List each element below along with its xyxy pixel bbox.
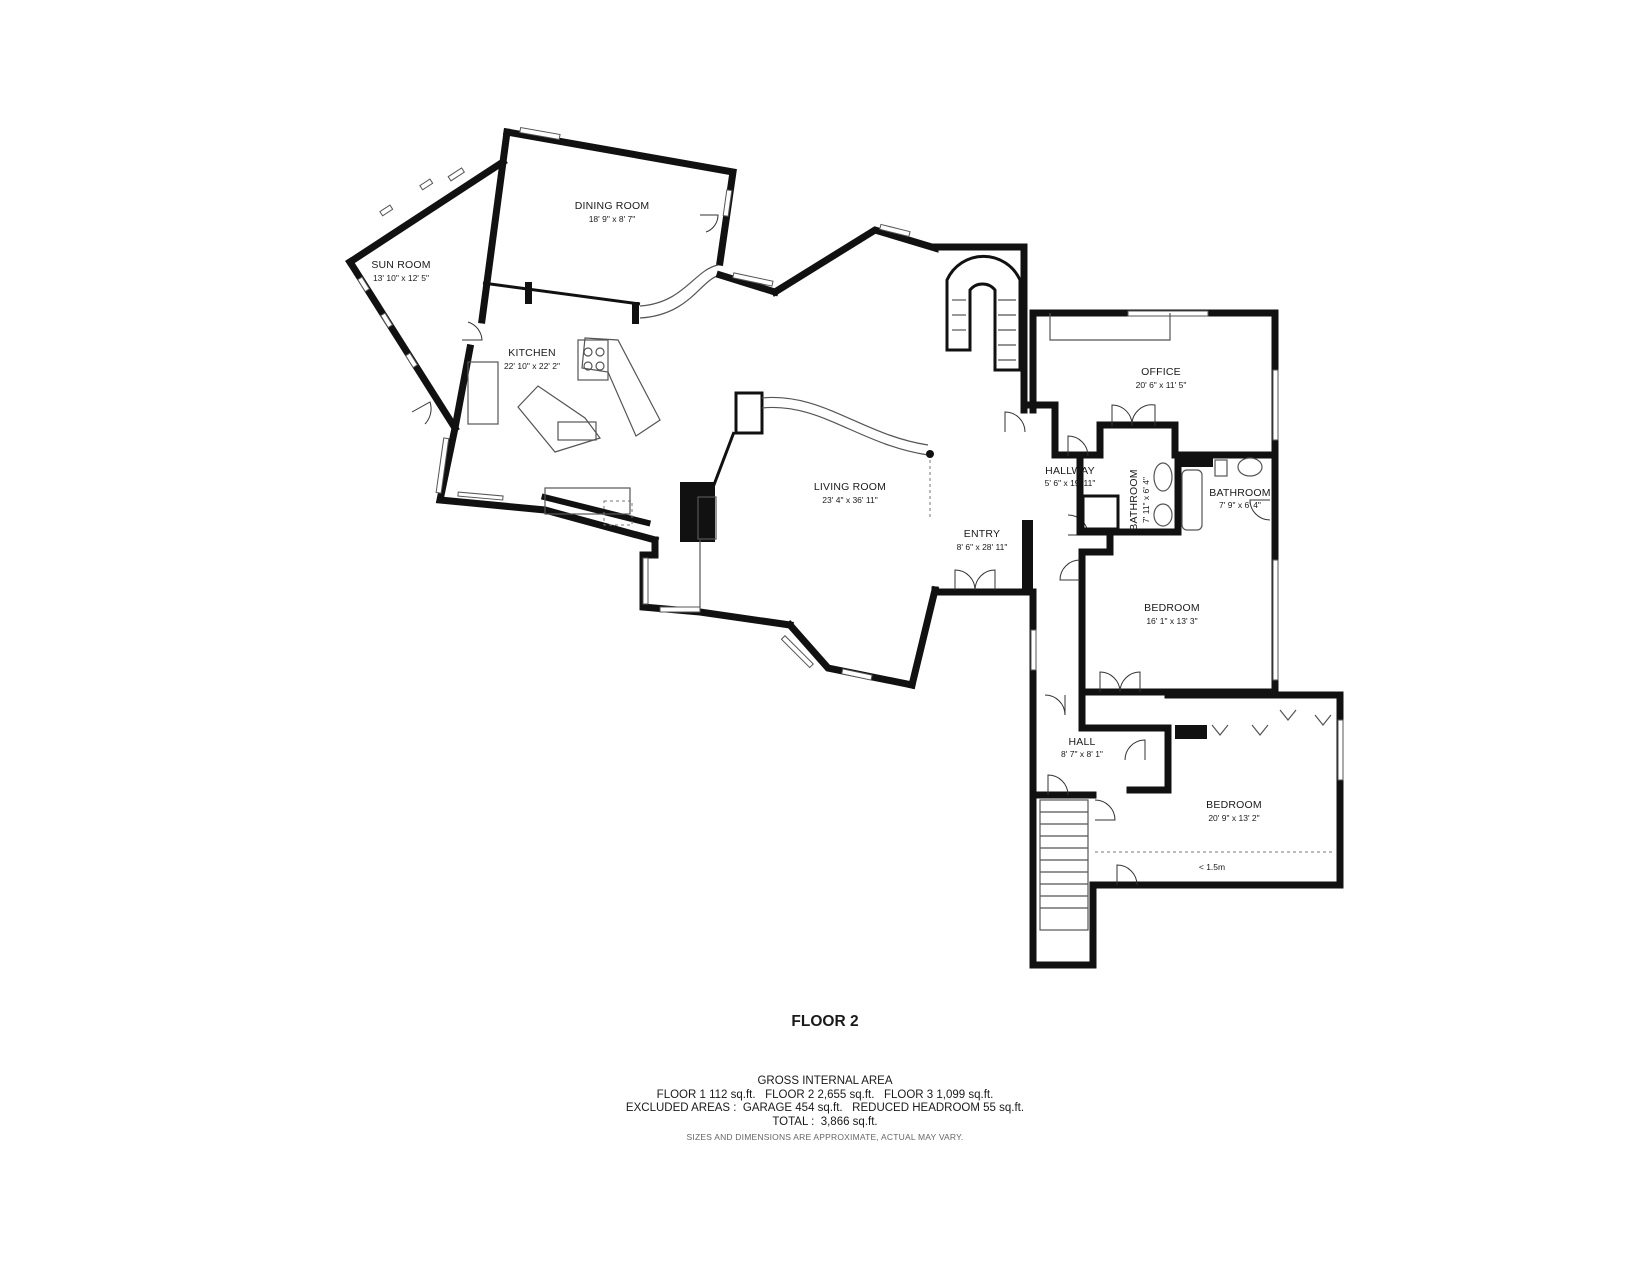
bathrooms-area xyxy=(1076,451,1279,539)
entry-area xyxy=(715,223,1034,596)
room-label-bedroom-1: BEDROOM 16' 1" x 13' 3" xyxy=(1144,602,1200,626)
bedroom-2-area xyxy=(1095,691,1344,889)
room-name: BATHROOM xyxy=(1128,469,1140,531)
room-label-hall: HALL 8' 7" x 8' 1" xyxy=(1061,736,1103,759)
room-label-office: OFFICE 20' 6" x 11' 5" xyxy=(1136,366,1187,390)
area-floors-line: FLOOR 1 112 sq.ft. FLOOR 2 2,655 sq.ft. … xyxy=(656,1088,994,1101)
room-label-hallway: HALLWAY 5' 6" x 19' 11" xyxy=(1045,465,1096,488)
area-excluded-line: EXCLUDED AREAS : GARAGE 454 sq.ft. REDUC… xyxy=(625,1102,1025,1114)
room-label-sun-room: SUN ROOM 13' 10" x 12' 5" xyxy=(371,259,430,283)
room-name: KITCHEN xyxy=(508,347,556,359)
sun-room-area xyxy=(345,157,508,433)
bedroom-1-area xyxy=(1029,528,1279,969)
room-name: OFFICE xyxy=(1141,366,1181,378)
room-name: ENTRY xyxy=(964,528,1000,540)
room-name: LIVING ROOM xyxy=(814,481,886,493)
room-dimensions: 20' 9" x 13' 2" xyxy=(1208,813,1259,823)
room-dimensions: 23' 4" x 36' 11" xyxy=(822,495,877,505)
room-dimensions: 22' 10" x 22' 2" xyxy=(504,361,560,371)
room-name: BEDROOM xyxy=(1144,602,1200,614)
room-dimensions: 13' 10" x 12' 5" xyxy=(373,273,429,283)
floor-title: FLOOR 2 xyxy=(791,1013,859,1030)
living-room-area xyxy=(639,391,940,690)
room-dimensions: 7' 9" x 6' 4" xyxy=(1219,500,1261,510)
room-name: SUN ROOM xyxy=(371,259,430,271)
area-summary: GROSS INTERNAL AREA FLOOR 1 112 sq.ft. F… xyxy=(0,1075,1650,1145)
room-label-entry: ENTRY 8' 6" x 28' 11" xyxy=(957,528,1008,552)
room-name: HALLWAY xyxy=(1045,465,1095,477)
area-heading: GROSS INTERNAL AREA xyxy=(757,1075,893,1087)
area-total-line: TOTAL : 3,866 sq.ft. xyxy=(772,1115,878,1128)
room-dimensions: 16' 1" x 13' 3" xyxy=(1146,616,1197,626)
area-disclaimer: SIZES AND DIMENSIONS ARE APPROXIMATE, AC… xyxy=(686,1132,964,1142)
room-label-bathroom-right: BATHROOM 7' 9" x 6' 4" xyxy=(1209,487,1271,510)
room-label-dining-room: DINING ROOM 18' 9" x 8' 7" xyxy=(575,200,650,224)
dining-room-area xyxy=(478,126,737,324)
reduced-headroom-label: < 1.5m xyxy=(1199,862,1225,872)
room-dimensions: 8' 6" x 28' 11" xyxy=(957,542,1008,552)
hall-area xyxy=(1029,688,1172,969)
room-dimensions: 5' 6" x 19' 11" xyxy=(1045,478,1096,488)
room-label-living-room: LIVING ROOM 23' 4" x 36' 11" xyxy=(814,481,886,505)
room-name: BEDROOM xyxy=(1206,799,1262,811)
room-name: HALL xyxy=(1068,736,1095,748)
room-label-bedroom-2: BEDROOM 20' 9" x 13' 2" xyxy=(1206,799,1262,823)
office-area xyxy=(1024,309,1279,459)
room-label-bathroom-left: BATHROOM 7' 11" x 6' 4" xyxy=(1128,469,1151,531)
room-label-kitchen: KITCHEN 22' 10" x 22' 2" xyxy=(504,347,560,371)
room-name: BATHROOM xyxy=(1209,487,1271,499)
room-dimensions: 8' 7" x 8' 1" xyxy=(1061,749,1103,759)
kitchen-area xyxy=(435,321,661,545)
room-dimensions: 20' 6" x 11' 5" xyxy=(1136,380,1187,390)
room-name: DINING ROOM xyxy=(575,200,650,212)
room-dimensions: 7' 11" x 6' 4" xyxy=(1141,477,1151,523)
room-dimensions: 18' 9" x 8' 7" xyxy=(589,214,636,224)
